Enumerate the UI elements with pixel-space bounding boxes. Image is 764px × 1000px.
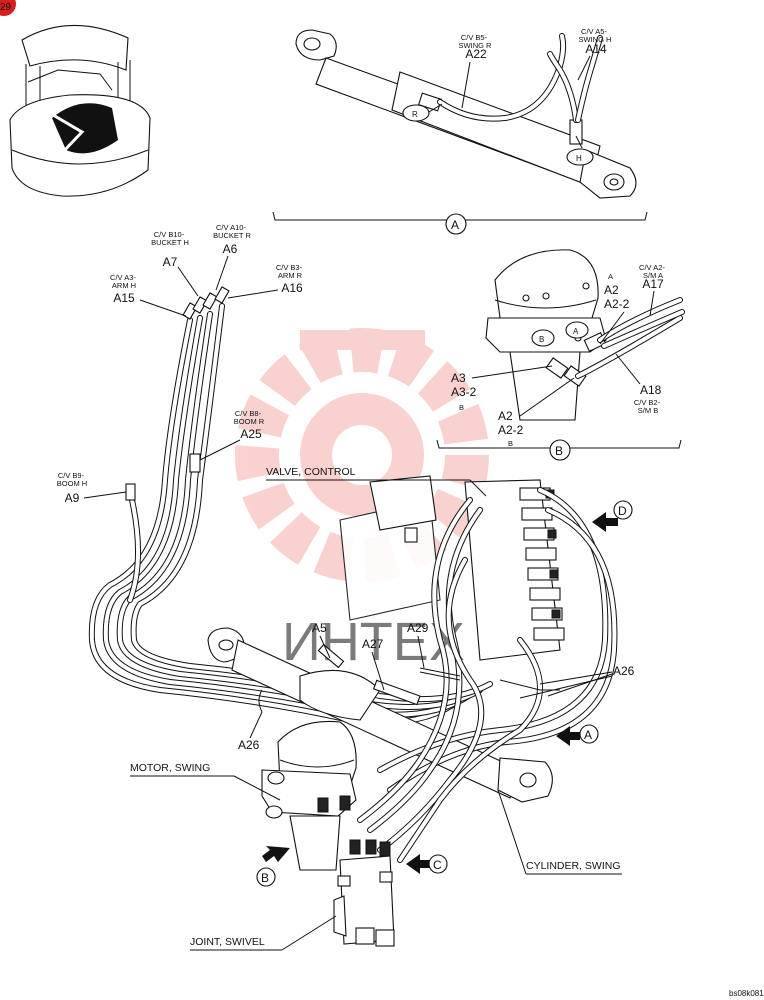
a25-desc-line2: BOOM R (234, 417, 265, 426)
component-captions: VALVE, CONTROL MOTOR, SWING CYLINDER, SW… (130, 466, 622, 951)
view-d-arrow (592, 512, 618, 532)
main-hose-assembly (88, 286, 618, 947)
motor-swing-caption: MOTOR, SWING (130, 762, 210, 774)
a17-label: A17 (642, 277, 664, 291)
a18-desc-line1: C/V B2- (634, 398, 661, 407)
view-b-detail-marker: B (555, 444, 563, 458)
detail-b-b-small-2: B (508, 439, 513, 448)
detail-b-a-small: A (608, 272, 613, 281)
a14-desc: C/V A5- SWING H (579, 27, 612, 44)
a17-desc: C/V A2- S/M A (639, 263, 667, 280)
view-b-marker: B (261, 871, 269, 885)
a7-desc-line2: BUCKET H (151, 238, 189, 247)
a2-lower-label: A2 (498, 409, 513, 423)
a3-label: A3 (451, 371, 466, 385)
page-badge (0, 0, 16, 16)
a2-2-label: A2-2 (604, 297, 630, 311)
a6-label: A6 (223, 242, 238, 256)
a6-desc-line2: BUCKET R (213, 231, 251, 240)
detail-a-swing-cylinder: R H C/V B5- SWING R A22 C/V A5- SWING H … (272, 27, 648, 235)
view-a-arrow (556, 726, 580, 746)
cylinder-swing-caption: CYLINDER, SWING (526, 860, 621, 872)
a9-desc: C/V B9- BOOM H (57, 471, 87, 488)
a6-desc: C/V A10- BUCKET R (213, 223, 251, 240)
view-d-marker: D (618, 504, 627, 518)
a18-desc-line2: S/M B (638, 406, 658, 415)
port-a-label: A (573, 327, 579, 336)
a29-label: A29 (407, 621, 429, 635)
valve-control-caption: VALVE, CONTROL (266, 466, 356, 478)
port-r-label: R (412, 110, 418, 119)
view-c-marker: C (433, 858, 442, 872)
a25-desc-line1: C/V B8- (235, 409, 262, 418)
a5-label: A5 (312, 621, 327, 635)
port-h-label: H (576, 154, 582, 163)
a2-2-lower-label: A2-2 (498, 423, 524, 437)
a7-label: A7 (163, 255, 178, 269)
port-b-label: B (539, 335, 544, 344)
footer-id: bs08k081 (729, 989, 764, 998)
detail-b-swing-motor: B A A A2 A2-2 C/V A2- S/M A A17 A3 A3-2 … (436, 249, 685, 461)
a22-label: A22 (465, 47, 487, 61)
a3-2-label: A3-2 (451, 385, 477, 399)
a16-desc: C/V B3- ARM R (276, 263, 304, 280)
view-a-marker: A (584, 728, 592, 742)
a15-desc-line2: ARM H (112, 281, 136, 290)
a14-desc-line2: SWING H (579, 35, 612, 44)
a16-desc-line1: C/V B3- (276, 263, 303, 272)
a26-left-label: A26 (238, 738, 260, 752)
a27-label: A27 (362, 637, 384, 651)
a2-label: A2 (604, 283, 619, 297)
a14-label: A14 (585, 42, 607, 56)
view-b-arrow (262, 846, 290, 862)
a7-desc-line1: C/V B10- (154, 230, 185, 239)
a22-desc-line1: C/V B5- (461, 33, 488, 42)
joint-swivel-caption: JOINT, SWIVEL (190, 936, 265, 948)
a9-label: A9 (65, 491, 80, 505)
a6-desc-line1: C/V A10- (216, 223, 247, 232)
a16-desc-line2: ARM R (278, 271, 303, 280)
view-c-arrow (406, 854, 430, 874)
a7-desc: C/V B10- BUCKET H (151, 230, 189, 247)
view-a-detail-marker: A (451, 218, 459, 232)
detail-b-b-small-1: B (459, 403, 464, 412)
a9-desc-line2: BOOM H (57, 479, 87, 488)
a22-desc-line2: SWING R (459, 41, 492, 50)
a15-desc: C/V A3- ARM H (110, 273, 138, 290)
a22-desc: C/V B5- SWING R (459, 33, 492, 50)
a15-desc-line1: C/V A3- (110, 273, 136, 282)
a25-label: A25 (240, 427, 262, 441)
a17-desc-line2: S/M A (643, 271, 663, 280)
a26-right-label: A26 (613, 664, 635, 678)
a18-desc: C/V B2- S/M B (634, 398, 662, 415)
a18-label: A18 (640, 383, 662, 397)
a17-desc-line1: C/V A2- (639, 263, 665, 272)
a16-label: A16 (281, 281, 303, 295)
page-badge-number: 29 (0, 2, 12, 13)
a15-label: A15 (113, 291, 135, 305)
a9-desc-line1: C/V B9- (58, 471, 85, 480)
a14-desc-line1: C/V A5- (581, 27, 607, 36)
hose-labels: C/V B10- BUCKET H A7 C/V A10- BUCKET R A… (57, 223, 635, 752)
excavator-thumbnail (9, 24, 151, 197)
a25-desc: C/V B8- BOOM R (234, 409, 265, 426)
